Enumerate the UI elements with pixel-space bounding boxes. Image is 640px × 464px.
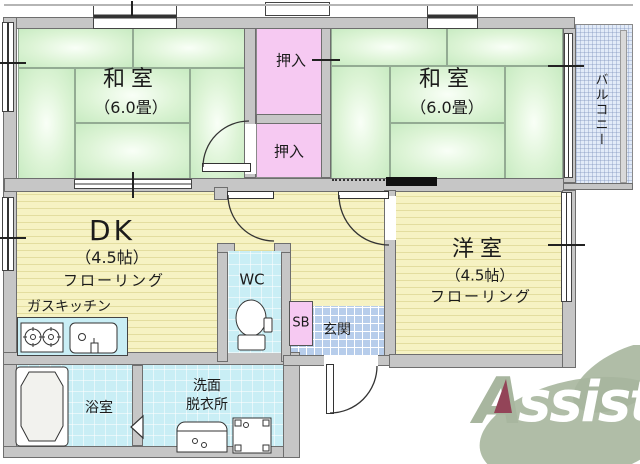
dk-floor-label: フローリング xyxy=(62,271,166,290)
front-door-opening xyxy=(324,355,378,366)
front-door-leaf xyxy=(326,364,334,414)
window xyxy=(561,192,572,302)
tatami-mat xyxy=(505,66,563,179)
closet-lower-label: 押入 xyxy=(273,142,305,161)
wall xyxy=(563,183,633,190)
grid-tick xyxy=(312,59,340,61)
balcony-sliding-window xyxy=(564,33,573,178)
closet-door-leaf xyxy=(202,163,251,172)
room-size-washitsu-left: （6.0畳） xyxy=(94,98,168,117)
tatami-mat xyxy=(75,68,190,123)
tatami-mat xyxy=(390,66,505,123)
western-room-floor-label: フローリング xyxy=(429,287,533,306)
open-threshold xyxy=(332,179,385,181)
kitchen-sink-icon xyxy=(69,322,118,354)
tatami-mat xyxy=(18,68,75,179)
dk-size-label: （4.5帖） xyxy=(75,248,149,267)
washing-machine-icon xyxy=(232,417,272,454)
tatami-mat xyxy=(447,28,563,66)
stove-icon xyxy=(20,322,64,353)
western-room-floor xyxy=(396,190,562,355)
tatami-mat xyxy=(18,28,133,68)
tatami-mat xyxy=(133,28,245,68)
eave-line xyxy=(4,4,633,6)
bathroom-label: 浴室 xyxy=(85,400,113,416)
balcony-label: バルコニー xyxy=(592,72,608,148)
window xyxy=(427,4,478,29)
grid-tick xyxy=(0,237,26,239)
dk-label: DK xyxy=(89,214,135,247)
washroom-label-line1: 洗面 xyxy=(193,378,221,394)
western-room-door-opening xyxy=(385,196,396,240)
wall xyxy=(274,243,291,253)
grid-tick xyxy=(548,65,584,67)
closet-door-opening xyxy=(245,124,256,174)
logo-letter-a: A xyxy=(469,365,524,439)
wall xyxy=(4,17,575,29)
grid-tick xyxy=(548,244,585,246)
shoe-box-label: SB xyxy=(292,315,310,331)
wc-label: WC xyxy=(239,270,265,289)
room-label-washitsu-left: 和室 xyxy=(102,67,160,92)
window xyxy=(93,4,177,29)
wall xyxy=(256,114,331,124)
front-door-swing xyxy=(329,365,378,414)
wall xyxy=(283,352,300,458)
grid-tick xyxy=(132,172,134,198)
closet-upper-label: 押入 xyxy=(275,51,307,70)
shoe-box xyxy=(289,301,313,346)
balcony-rim xyxy=(620,30,627,183)
toilet-icon xyxy=(235,299,273,351)
logo-letter-a-counter xyxy=(494,379,512,413)
threshold-bar xyxy=(386,177,437,186)
wall xyxy=(321,28,331,178)
room-size-washitsu-right: （6.0畳） xyxy=(410,98,484,117)
western-room-size-label: （4.5帖） xyxy=(445,266,515,285)
window xyxy=(2,197,14,271)
tatami-mat xyxy=(331,66,390,179)
wc-door-leaf xyxy=(227,191,274,199)
logo-leaf-small xyxy=(572,345,640,413)
bathtub-icon xyxy=(15,366,69,447)
kitchen-label: ガスキッチン xyxy=(27,299,111,315)
room-label-washitsu-right: 和室 xyxy=(418,67,476,92)
assist-logo: A ssist xyxy=(469,345,640,464)
washbasin-icon xyxy=(176,421,228,453)
window xyxy=(2,22,14,112)
logo-text-rest: ssist xyxy=(518,370,640,435)
western-room-door-leaf xyxy=(338,191,389,199)
door-jamb xyxy=(214,187,228,200)
entrance-label: 玄関 xyxy=(323,322,351,338)
grid-tick xyxy=(131,1,133,16)
western-room-label: 洋室 xyxy=(451,237,509,262)
tatami-mat xyxy=(390,123,505,179)
washroom-label-line2: 脱衣所 xyxy=(186,397,228,413)
wall xyxy=(132,365,143,446)
wall xyxy=(217,243,228,362)
tatami-mat xyxy=(331,28,447,66)
closet-upper xyxy=(256,28,322,115)
grid-tick xyxy=(0,62,26,64)
tatami-mat xyxy=(75,123,190,179)
wall xyxy=(217,243,235,253)
